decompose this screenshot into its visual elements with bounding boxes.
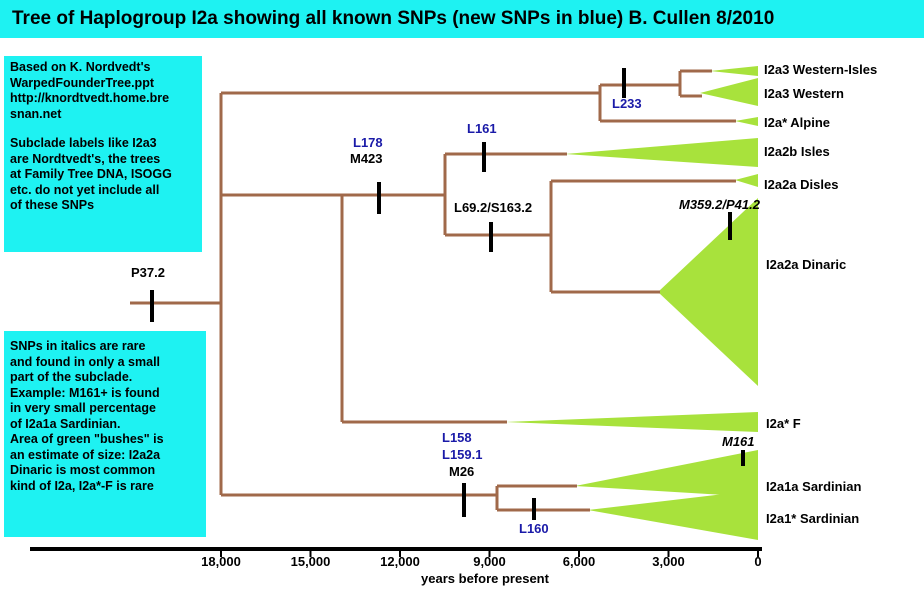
bush-i2a1-sardinian [588, 490, 758, 540]
snp-label-l69: L69.2/S163.2 [454, 200, 532, 215]
branches [130, 69, 736, 512]
snp-label-l178: L178 [353, 135, 383, 150]
page-title: Tree of Haplogroup I2a showing all known… [12, 8, 775, 29]
info-line: Example: M161+ is found [10, 385, 160, 400]
snp-label-p37: P37.2 [131, 265, 165, 280]
info-line: kind of I2a, I2a*-F is rare [10, 478, 154, 493]
bush-i2a-f [505, 412, 758, 432]
subclade-label: I2a3 Western [764, 86, 844, 101]
info-line: WarpedFounderTree.ppt [10, 75, 154, 90]
info-line: an estimate of size: I2a2a [10, 447, 161, 462]
info-line: SNPs in italics are rare [10, 339, 146, 353]
snp-label-l158: L158 [442, 430, 472, 445]
info-line: at Family Tree DNA, ISOGG [10, 167, 172, 181]
snp-label-m423: M423 [350, 151, 383, 166]
subclade-label: I2a2a Dinaric [766, 257, 846, 272]
bush-i2a-alpine [735, 117, 758, 126]
subclade-label: I2a3 Western-Isles [764, 62, 877, 77]
info-box-legend: SNPs in italics are rare and found in on… [4, 331, 206, 537]
snp-label-m161: M161 [722, 434, 755, 449]
axis-ticks: 18,000 15,000 12,000 9,000 6,000 3,000 0 [201, 549, 762, 569]
snp-labels: P37.2 L233 L178 M423 L161 L69.2/S163.2 M… [131, 96, 761, 536]
title-bar: Tree of Haplogroup I2a showing all known… [0, 0, 924, 38]
subclade-label: I2a* Alpine [764, 115, 830, 130]
subclade-label: I2a1a Sardinian [766, 479, 861, 494]
axis-label: years before present [421, 571, 550, 586]
info-line: Area of green "bushes" is [10, 432, 164, 446]
snp-label-m26: M26 [449, 464, 474, 479]
axis-tick-label: 9,000 [473, 554, 506, 569]
snp-label-m359: M359.2/P41.2 [679, 197, 761, 212]
subclade-labels: I2a3 Western-Isles I2a3 Western I2a* Alp… [764, 62, 877, 526]
info-line: are Nordtvedt's, the trees [10, 151, 161, 166]
axis-tick-label: 12,000 [380, 554, 420, 569]
info-line: snan.net [10, 106, 62, 121]
subclade-label: I2a1* Sardinian [766, 511, 859, 526]
bushes [505, 66, 758, 540]
bush-i2a2a-dinaric [658, 198, 758, 386]
bush-i2a3-western [700, 78, 758, 106]
info-line: etc. do not yet include all [10, 182, 160, 197]
info-line: of these SNPs [10, 198, 95, 212]
bush-i2a3-western-isles [710, 66, 758, 76]
axis-tick-label: 3,000 [652, 554, 685, 569]
axis-tick-label: 0 [754, 554, 761, 569]
subclade-label: I2a* F [766, 416, 801, 431]
subclade-label: I2a2a Disles [764, 177, 838, 192]
time-axis: 18,000 15,000 12,000 9,000 6,000 3,000 0 years… [30, 547, 762, 586]
snp-label-l161: L161 [467, 121, 497, 136]
axis-tick-label: 18,000 [201, 554, 241, 569]
info-line: in very small percentage [10, 401, 156, 415]
info-line: http://knordtvedt.home.bre [10, 91, 170, 105]
info-line: Dinaric is most common [10, 463, 156, 477]
info-line: and found in only a small [10, 354, 161, 369]
bush-i2a1a-sardinian [575, 450, 758, 497]
info-line: of I2a1a Sardinian. [10, 416, 121, 431]
bush-i2a2a-disles [735, 174, 758, 187]
snp-label-l233: L233 [612, 96, 642, 111]
axis-tick-label: 15,000 [291, 554, 331, 569]
snp-ticks [150, 68, 745, 520]
info-line: Subclade labels like I2a3 [10, 136, 157, 150]
info-box-source: Based on K. Nordvedt's WarpedFounderTree… [4, 56, 202, 252]
info-line: Based on K. Nordvedt's [10, 60, 151, 74]
bush-i2a2b-isles [565, 138, 758, 167]
axis-tick-label: 6,000 [563, 554, 596, 569]
snp-label-l160: L160 [519, 521, 549, 536]
snp-label-l159: L159.1 [442, 447, 482, 462]
info-line: part of the subclade. [10, 370, 133, 384]
subclade-label: I2a2b Isles [764, 144, 830, 159]
